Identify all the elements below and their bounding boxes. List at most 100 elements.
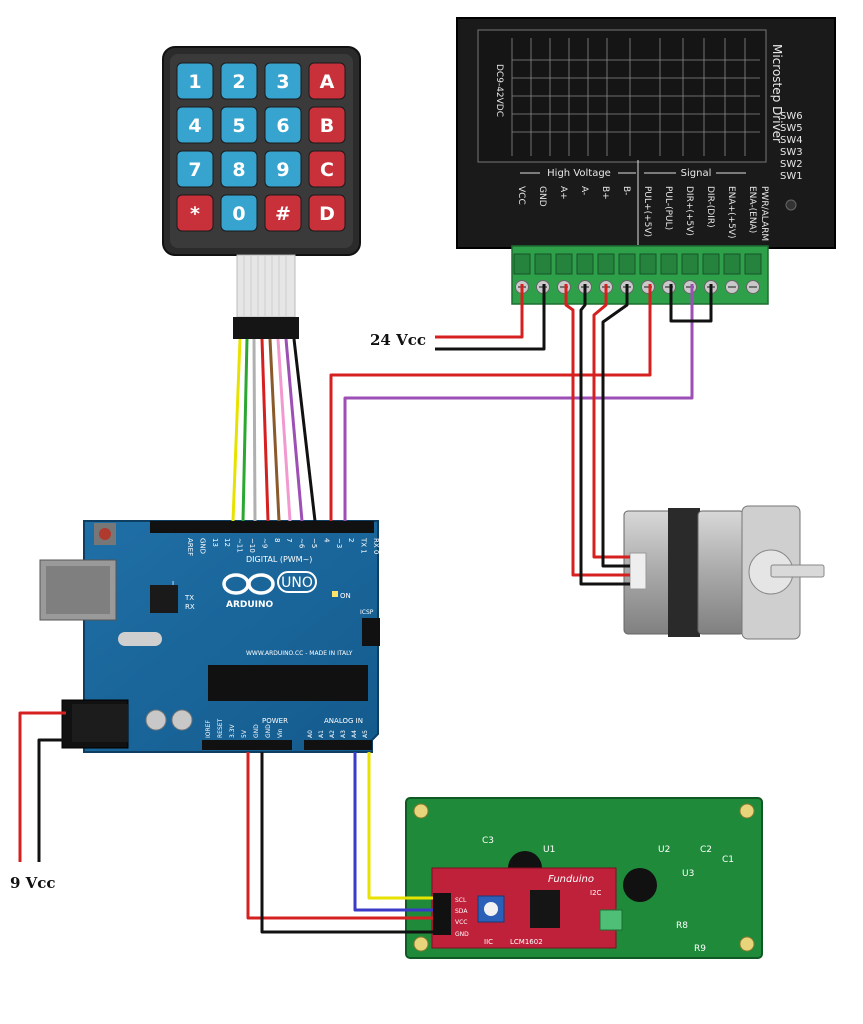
wire-lcd-gnd — [260, 752, 433, 934]
wire-dir — [343, 284, 694, 521]
digital-pin-label: TX 1 — [360, 537, 368, 554]
keypad-key[interactable] — [176, 150, 214, 188]
i2c-pin-header — [433, 893, 451, 935]
supply-24v-label: 24 Vcc — [370, 331, 426, 349]
keypad-key-label: 9 — [276, 159, 289, 181]
digital-pin-label: ~3 — [335, 538, 343, 548]
analog-pin-label: A2 — [329, 730, 336, 738]
driver-terminal-label: ENA+(+5V) — [726, 186, 736, 239]
driver-terminal-label: DIR+(+5V) — [684, 186, 694, 236]
wire-lcd-vcc — [246, 752, 433, 920]
digital-label: DIGITAL (PWM~) — [246, 555, 312, 564]
driver-group-high-voltage: High Voltage — [547, 168, 611, 179]
keypad-key[interactable] — [308, 150, 346, 188]
wire-24v-positive — [435, 284, 524, 339]
keypad-key[interactable] — [308, 194, 346, 232]
wire-keypad-4 — [260, 338, 270, 522]
led-label: L — [172, 580, 176, 588]
keypad-key-label: C — [320, 159, 334, 181]
keypad-key-label: 7 — [188, 159, 201, 181]
digital-pin-label: 7 — [285, 538, 293, 542]
keypad-key-label: 3 — [276, 71, 289, 93]
keypad-key[interactable] — [264, 106, 302, 144]
wire-keypad-7 — [284, 338, 304, 522]
keypad-key[interactable] — [308, 62, 346, 100]
wire-motor-b-minus — [601, 284, 630, 568]
keypad-key[interactable] — [220, 150, 258, 188]
keypad-key-label: 2 — [232, 71, 245, 93]
reset-button[interactable] — [99, 528, 111, 540]
backlight-jumper[interactable] — [599, 909, 623, 931]
wire-keypad-3 — [252, 338, 257, 522]
power-pin-label: GND — [265, 724, 272, 738]
led-label: ON — [340, 592, 351, 600]
wire-keypad-8 — [292, 338, 317, 522]
keypad-key-label: # — [275, 203, 291, 225]
keypad-key-label: * — [190, 203, 200, 225]
motor-connector — [629, 552, 647, 590]
power-pin-label: 5V — [241, 729, 248, 738]
wire-pul — [329, 284, 652, 521]
wire-lcd-sda — [353, 752, 433, 912]
power-pin-label: 3.3V — [229, 723, 236, 738]
digital-pin-label: AREF — [186, 538, 194, 556]
wire-keypad-1 — [231, 338, 242, 522]
keypad-key[interactable] — [176, 106, 214, 144]
keypad-key[interactable] — [308, 106, 346, 144]
wire-keypad-6 — [276, 338, 292, 522]
i2c-pin-label: VCC — [455, 919, 467, 926]
lcd-chip-u2 — [623, 868, 657, 902]
lcd-label: C3 — [482, 836, 494, 846]
keypad-key[interactable] — [176, 194, 214, 232]
power-pin-label: Vin — [277, 728, 284, 738]
lcd-label: C1 — [722, 855, 734, 865]
digital-pin-label: RX 0 — [372, 538, 380, 554]
keypad-key-label: 1 — [188, 71, 201, 93]
switch-label: SW2 — [780, 159, 803, 170]
lcd-label: IIC — [484, 938, 493, 946]
wires — [18, 284, 713, 934]
wire-9v-positive — [18, 711, 66, 862]
keypad-key-label: 8 — [232, 159, 245, 181]
lcd-1602: C3 C2 C1 U1 U2 U3 R8 R9 Funduino I2C LCM… — [405, 797, 763, 959]
keypad-connector — [233, 317, 299, 339]
keypad-key[interactable] — [264, 150, 302, 188]
keypad-key[interactable] — [264, 194, 302, 232]
digital-pin-label: 8 — [273, 538, 281, 542]
stepper-motor — [623, 505, 825, 640]
digital-pin-label: ~9 — [260, 538, 268, 548]
lcd-label: U1 — [543, 845, 555, 855]
keypad-key[interactable] — [220, 106, 258, 144]
lcd-label: U3 — [682, 869, 694, 879]
keypad-key[interactable] — [220, 62, 258, 100]
lcd-label: R9 — [694, 944, 706, 954]
digital-pin-label: 12 — [223, 538, 231, 547]
driver-terminal-label: B- — [621, 186, 631, 195]
keypad-ribbon — [236, 254, 296, 318]
driver-terminal-label: GND — [537, 186, 547, 207]
driver-title: Microstep Driver — [770, 44, 784, 143]
power-pin-label: IOREF — [205, 720, 212, 738]
digital-header — [150, 521, 374, 533]
keypad-key[interactable] — [176, 62, 214, 100]
lcd-label: I2C — [590, 889, 602, 897]
contrast-pot[interactable] — [477, 895, 505, 923]
driver-alarm-label: PWR/ALARM — [759, 186, 769, 241]
power-label: POWER — [262, 717, 288, 725]
digital-pin-label: GND — [198, 538, 206, 554]
keypad-key[interactable] — [264, 62, 302, 100]
driver-terminal-label: PUL+(+5V) — [642, 186, 652, 237]
keypad-key-label: 6 — [276, 115, 289, 137]
atmega-chip — [208, 665, 368, 701]
icsp-label: ICSP — [360, 609, 374, 616]
digital-pin-label: ~6 — [298, 538, 306, 549]
i2c-pin-label: GND — [455, 931, 469, 938]
digital-pin-label: 4 — [322, 538, 330, 543]
keypad-key-label: 5 — [232, 115, 245, 137]
keypad-key[interactable] — [220, 194, 258, 232]
driver-voltage-label: DC9-42VDC — [494, 64, 504, 117]
arduino-brand: ARDUINO — [226, 600, 274, 610]
driver-screw-icon — [785, 199, 797, 211]
